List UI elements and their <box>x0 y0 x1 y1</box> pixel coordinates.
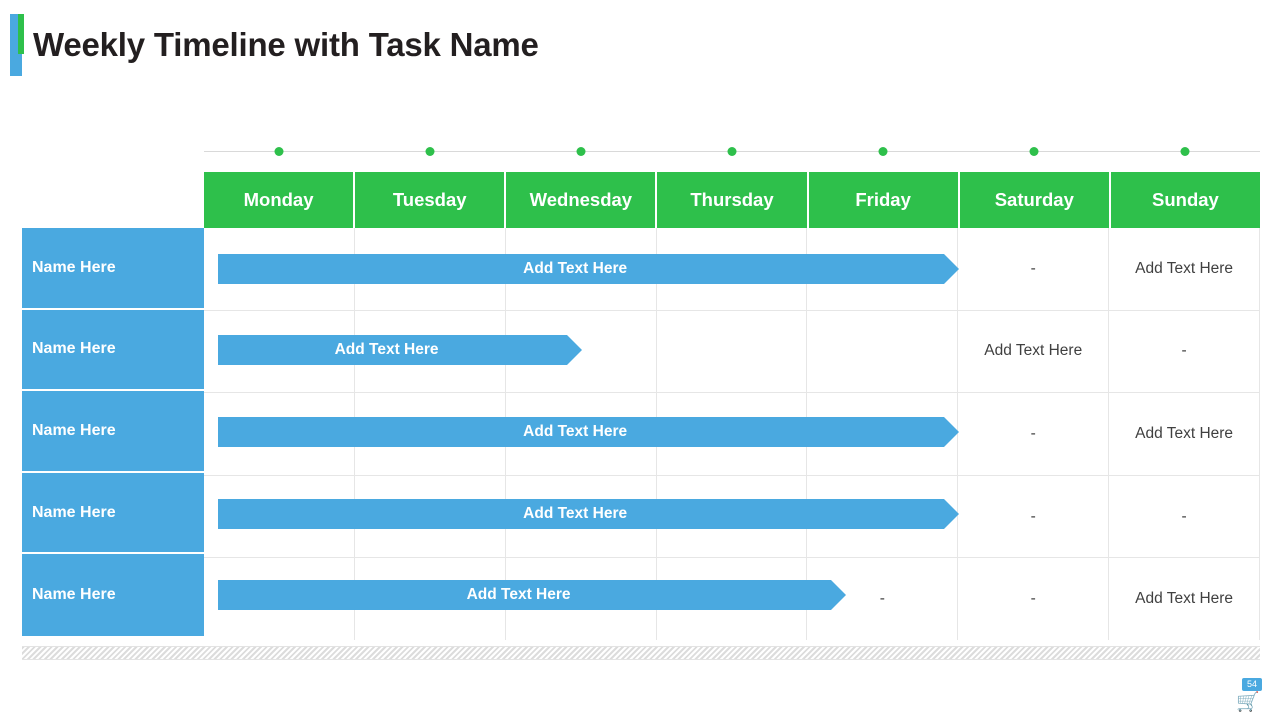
task-bar-label: Add Text Here <box>523 259 628 277</box>
table-cell <box>807 310 959 393</box>
cart-count-badge: 54 <box>1241 678 1262 691</box>
table-row: Add Text Here- <box>204 310 1261 394</box>
table-cell: Add Text Here <box>1109 228 1261 310</box>
timeline-dot <box>425 147 435 156</box>
table-cell: Add Text Here <box>958 310 1110 393</box>
table-cell: Add Text Here <box>1109 558 1261 640</box>
table-cell: - <box>958 558 1110 640</box>
task-bar-label: Add Text Here <box>466 586 571 604</box>
task-name-cell: Name Here <box>22 554 204 636</box>
task-name-cell: Name Here <box>22 391 204 473</box>
day-header-sunday: Sunday <box>1110 172 1260 228</box>
table-cell: - <box>1109 475 1261 558</box>
day-header-wednesday: Wednesday <box>506 172 658 228</box>
task-name-cell: Name Here <box>22 228 204 310</box>
timeline-dot <box>1029 147 1039 156</box>
task-bar[interactable]: Add Text Here <box>218 335 583 366</box>
day-header-thursday: Thursday <box>657 172 809 228</box>
table-cell <box>657 310 808 393</box>
timeline-dot <box>576 147 586 156</box>
table-cell: - <box>958 475 1110 558</box>
day-header-monday: Monday <box>204 172 356 228</box>
day-header-saturday: Saturday <box>959 172 1111 228</box>
timeline-axis <box>204 147 1260 156</box>
day-header-tuesday: Tuesday <box>355 172 507 228</box>
day-header-friday: Friday <box>808 172 960 228</box>
title-accent-bar-green <box>18 14 24 54</box>
shopping-cart-icon[interactable]: 🛒 <box>1236 692 1260 713</box>
task-bar-label: Add Text Here <box>523 423 628 440</box>
timeline-dot <box>274 147 284 156</box>
task-name-cell: Name Here <box>22 309 204 392</box>
timeline-dot <box>878 147 888 156</box>
table-cell: - <box>958 228 1110 310</box>
page-title: Weekly Timeline with Task Name <box>33 26 539 63</box>
task-bar[interactable]: Add Text Here <box>218 417 960 447</box>
cart-widget[interactable]: 54 🛒 <box>1218 678 1262 712</box>
footer-divider <box>22 646 1260 660</box>
table-cell: - <box>958 393 1110 475</box>
table-cell: Add Text Here <box>1109 393 1261 475</box>
task-bar[interactable]: Add Text Here <box>218 498 960 529</box>
table-cell: - <box>1109 310 1261 393</box>
timeline-dot <box>727 147 737 156</box>
table-cell <box>506 310 657 393</box>
timeline-dot <box>1180 147 1190 156</box>
task-bar-label: Add Text Here <box>523 504 628 522</box>
task-bar[interactable]: Add Text Here <box>218 253 960 284</box>
task-name-cell: Name Here <box>22 472 204 555</box>
task-bar[interactable]: Add Text Here <box>218 580 847 611</box>
task-bar-label: Add Text Here <box>334 341 439 359</box>
table-cell: - <box>807 558 959 640</box>
